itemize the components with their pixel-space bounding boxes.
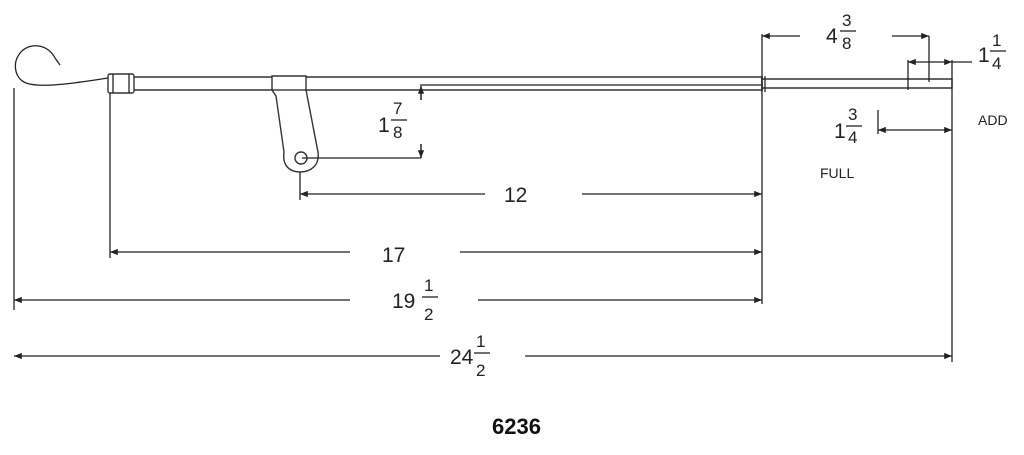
ferrule [107,73,135,94]
svg-text:7: 7 [393,99,402,118]
tube [108,76,763,91]
dimension-lines [14,32,972,360]
svg-text:4: 4 [848,128,857,147]
dim-19-1-2: 19 1 2 [392,276,438,324]
full-label: FULL [820,165,854,181]
svg-text:1: 1 [992,31,1001,50]
dim-4-3-8: 4 3 8 [826,11,856,53]
part-number: 6236 [492,414,541,439]
extension-lines [13,34,953,362]
svg-text:3: 3 [842,11,851,30]
svg-text:1: 1 [978,44,990,67]
svg-text:1: 1 [476,332,485,351]
handle-hook [14,45,109,86]
svg-text:4: 4 [826,25,838,48]
add-label: ADD [978,112,1008,128]
dim-24-1-2: 24 1 2 [450,332,490,380]
svg-text:19: 19 [392,290,415,313]
dim-12: 12 [504,184,527,207]
svg-text:2: 2 [424,305,433,324]
dim-1-1-4: 1 1 4 [978,31,1006,73]
dim-17: 17 [382,244,405,267]
dim-1-7-8: 1 7 8 [378,99,407,142]
svg-text:1: 1 [834,120,846,143]
svg-text:8: 8 [842,34,851,53]
svg-text:2: 2 [476,361,485,380]
dim-1-3-4: 1 3 4 [834,105,862,147]
svg-text:4: 4 [992,54,1001,73]
svg-text:1: 1 [424,276,433,295]
blade [761,78,953,89]
svg-text:24: 24 [450,346,474,369]
svg-text:3: 3 [848,105,857,124]
svg-text:1: 1 [378,114,390,137]
dipstick [14,45,953,173]
svg-text:8: 8 [393,123,402,142]
